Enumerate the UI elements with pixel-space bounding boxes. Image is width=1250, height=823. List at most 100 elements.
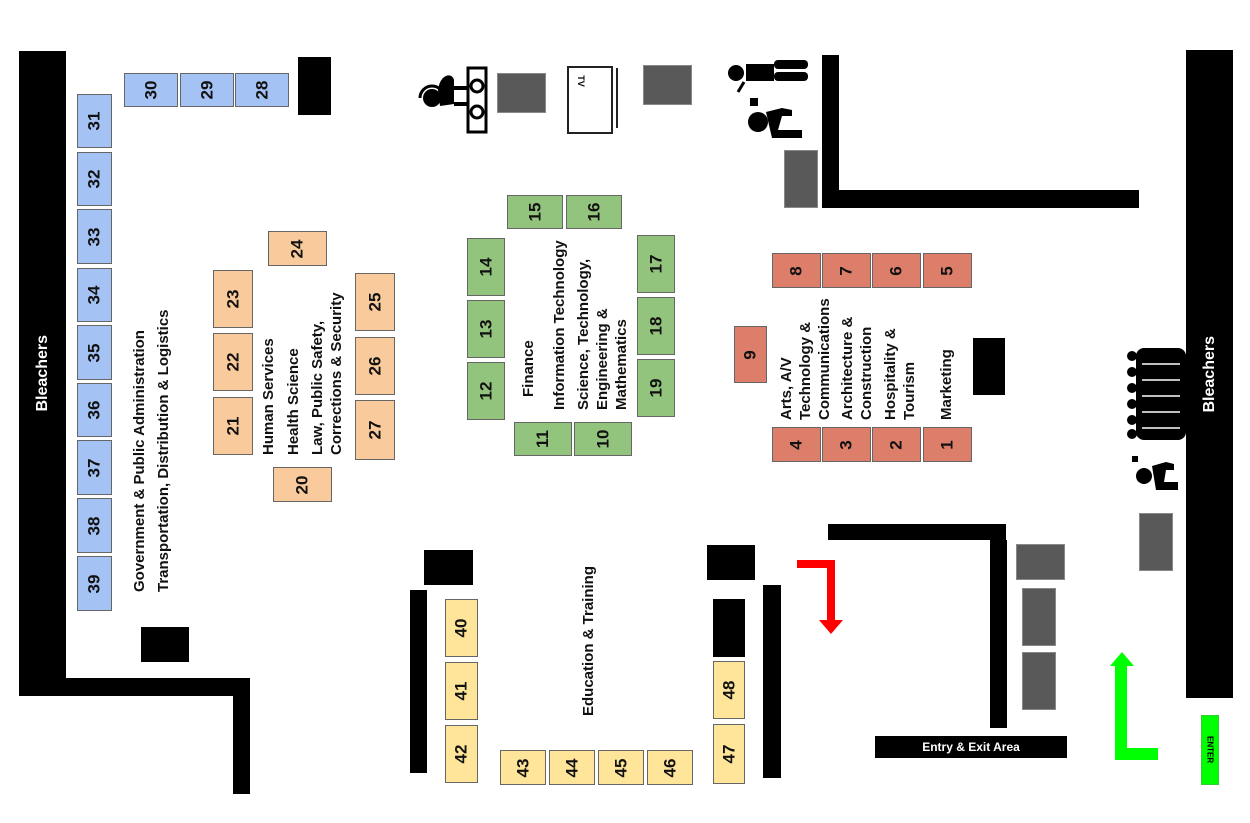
booth-5[interactable]: 5 bbox=[923, 253, 972, 288]
gray-table bbox=[1016, 544, 1065, 580]
booth-number: 15 bbox=[524, 202, 544, 222]
booth-23[interactable]: 23 bbox=[213, 270, 253, 328]
booth-36[interactable]: 36 bbox=[77, 383, 112, 437]
booth-16[interactable]: 16 bbox=[566, 195, 622, 229]
booth-35[interactable]: 35 bbox=[77, 325, 112, 380]
booth-9[interactable]: 9 bbox=[734, 326, 767, 383]
booth-32[interactable]: 32 bbox=[77, 152, 112, 206]
booth-number: 7 bbox=[836, 265, 856, 276]
booth-11[interactable]: 11 bbox=[514, 422, 572, 456]
booth-20[interactable]: 20 bbox=[273, 467, 332, 502]
crowd-icon bbox=[1127, 348, 1186, 440]
booth-number: 32 bbox=[84, 169, 104, 189]
booth-26[interactable]: 26 bbox=[355, 337, 395, 395]
booth-number: 38 bbox=[84, 516, 104, 535]
booth-25[interactable]: 25 bbox=[355, 273, 395, 331]
black-table bbox=[713, 599, 745, 657]
booth-21[interactable]: 21 bbox=[213, 397, 253, 455]
booth-39[interactable]: 39 bbox=[77, 556, 112, 611]
category-label: Marketing bbox=[938, 349, 955, 420]
booth-number: 25 bbox=[364, 292, 384, 312]
booth-45[interactable]: 45 bbox=[598, 750, 644, 785]
booth-number: 39 bbox=[84, 574, 104, 593]
booth-27[interactable]: 27 bbox=[355, 400, 395, 460]
booth-number: 43 bbox=[512, 758, 532, 777]
gray-table bbox=[643, 65, 692, 105]
booth-19[interactable]: 19 bbox=[637, 359, 675, 417]
category-label: Science, Technology, Engineering & Mathe… bbox=[575, 258, 630, 410]
booth-38[interactable]: 38 bbox=[77, 498, 112, 553]
booth-37[interactable]: 37 bbox=[77, 440, 112, 495]
booth-48[interactable]: 48 bbox=[713, 661, 745, 719]
booth-8[interactable]: 8 bbox=[772, 253, 821, 288]
booth-29[interactable]: 29 bbox=[180, 73, 234, 107]
booth-15[interactable]: 15 bbox=[507, 195, 563, 229]
booth-28[interactable]: 28 bbox=[235, 73, 289, 107]
booth-number: 12 bbox=[475, 381, 495, 401]
entry-exit-area: Entry & Exit Area bbox=[875, 736, 1067, 758]
booth-33[interactable]: 33 bbox=[77, 209, 112, 264]
booth-14[interactable]: 14 bbox=[467, 238, 505, 296]
booth-2[interactable]: 2 bbox=[872, 427, 921, 462]
black-table bbox=[973, 338, 1005, 395]
booth-number: 37 bbox=[84, 458, 104, 477]
category-label: Arts, A/V Technology & Communications bbox=[778, 298, 833, 420]
booth-40[interactable]: 40 bbox=[445, 599, 478, 657]
booth-13[interactable]: 13 bbox=[467, 300, 505, 358]
booth-7[interactable]: 7 bbox=[822, 253, 871, 288]
booth-17[interactable]: 17 bbox=[637, 235, 675, 293]
booth-44[interactable]: 44 bbox=[549, 750, 595, 785]
black-table bbox=[707, 545, 755, 580]
wall bbox=[763, 585, 781, 778]
booth-number: 2 bbox=[886, 439, 906, 450]
booth-number: 1 bbox=[937, 439, 957, 450]
gray-table bbox=[497, 73, 546, 113]
booth-number: 34 bbox=[84, 285, 104, 305]
wall bbox=[822, 55, 839, 208]
tv-stand bbox=[616, 68, 618, 128]
booth-47[interactable]: 47 bbox=[713, 724, 745, 784]
booth-number: 36 bbox=[84, 400, 104, 420]
bleachers-left: Bleachers bbox=[19, 51, 66, 696]
booth-31[interactable]: 31 bbox=[77, 94, 112, 148]
booth-1[interactable]: 1 bbox=[923, 427, 972, 462]
booth-number: 27 bbox=[364, 420, 384, 440]
booth-43[interactable]: 43 bbox=[500, 750, 546, 785]
booth-number: 20 bbox=[292, 475, 312, 494]
tv-label: TV bbox=[575, 75, 586, 87]
booth-number: 35 bbox=[84, 343, 104, 362]
category-label: Transportation, Distribution & Logistics bbox=[155, 309, 172, 592]
category-label: Finance bbox=[520, 340, 537, 397]
booth-24[interactable]: 24 bbox=[268, 231, 327, 266]
booth-34[interactable]: 34 bbox=[77, 268, 112, 322]
booth-number: 44 bbox=[561, 758, 581, 777]
booth-42[interactable]: 42 bbox=[445, 725, 478, 783]
wall bbox=[410, 590, 427, 773]
dj-icon bbox=[418, 66, 488, 134]
booth-number: 19 bbox=[645, 378, 665, 398]
black-table bbox=[298, 57, 331, 115]
booth-10[interactable]: 10 bbox=[574, 422, 632, 456]
booth-number: 14 bbox=[475, 257, 495, 277]
booth-number: 8 bbox=[786, 265, 806, 276]
category-label: Human Services bbox=[260, 338, 277, 455]
booth-number: 18 bbox=[645, 316, 665, 336]
booth-22[interactable]: 22 bbox=[213, 333, 253, 391]
category-label: Government & Public Administration bbox=[131, 330, 148, 592]
booth-number: 28 bbox=[251, 80, 271, 100]
booth-number: 47 bbox=[718, 744, 738, 764]
booth-18[interactable]: 18 bbox=[637, 297, 675, 355]
booth-41[interactable]: 41 bbox=[445, 662, 478, 720]
booth-12[interactable]: 12 bbox=[467, 362, 505, 420]
booth-number: 30 bbox=[140, 80, 160, 100]
wall bbox=[828, 524, 1006, 540]
booth-4[interactable]: 4 bbox=[772, 427, 821, 462]
bleachers-left-label: Bleachers bbox=[33, 335, 51, 412]
booth-30[interactable]: 30 bbox=[124, 73, 178, 107]
category-label: Education & Training bbox=[580, 565, 597, 716]
enter-sign: ENTER bbox=[1201, 715, 1219, 785]
booth-6[interactable]: 6 bbox=[872, 253, 921, 288]
booth-number: 42 bbox=[451, 744, 471, 764]
booth-46[interactable]: 46 bbox=[647, 750, 693, 785]
booth-3[interactable]: 3 bbox=[822, 427, 871, 462]
